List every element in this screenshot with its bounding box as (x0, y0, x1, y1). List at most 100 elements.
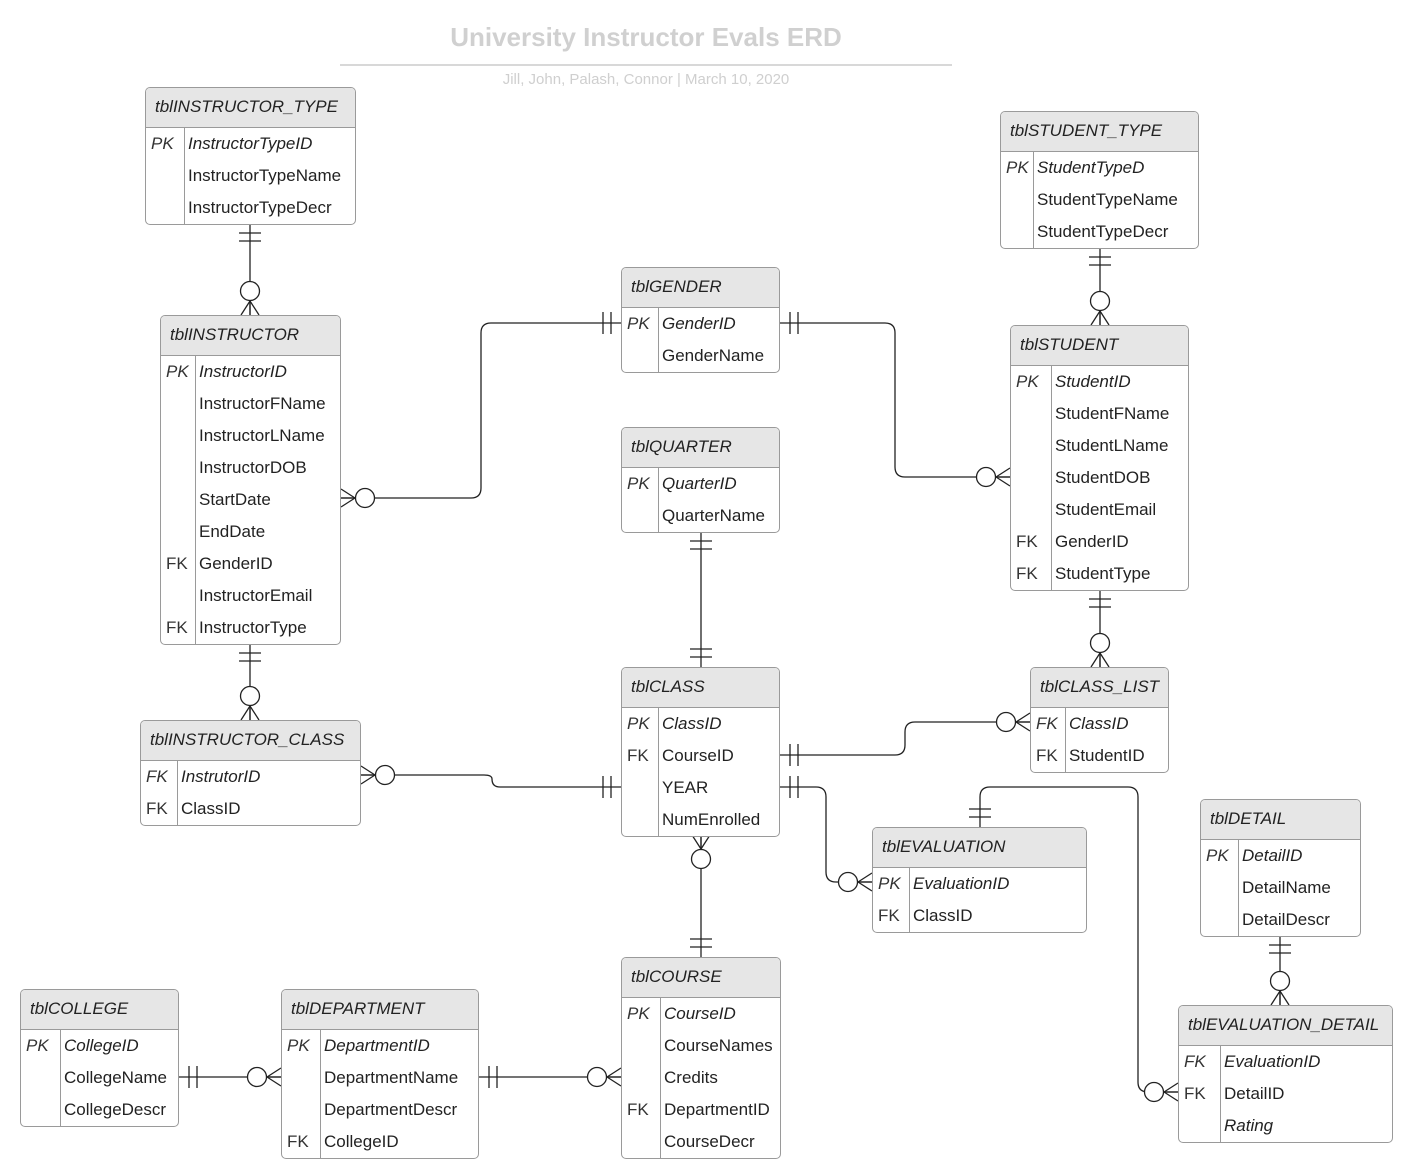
key-column-divider (21, 1030, 61, 1126)
zero-marker (354, 487, 376, 509)
key-label: PK (1016, 372, 1039, 391)
field-name: CourseNames (664, 1036, 773, 1055)
key-label: FK (627, 746, 649, 765)
field-name: CollegeID (324, 1132, 399, 1151)
field-name: EndDate (199, 522, 266, 541)
relationship-line (361, 774, 621, 788)
entity-name: tblCOLLEGE (21, 990, 178, 1030)
title-divider (340, 64, 952, 66)
key-label: PK (166, 362, 189, 381)
field-row: InstructorLName (161, 420, 340, 452)
entity-name: tblGENDER (622, 268, 779, 308)
field-name: QuarterID (662, 474, 737, 493)
key-column-divider (622, 998, 661, 1158)
crows-foot-marker (1279, 990, 1290, 1006)
key-label: PK (878, 874, 901, 893)
field-row: StudentLName (1011, 430, 1188, 462)
field-row: PK GenderID (622, 308, 779, 340)
field-row: StudentEmail (1011, 494, 1188, 526)
key-label: PK (627, 714, 650, 733)
crows-foot-marker (700, 834, 711, 850)
entity-gender[interactable]: tblGENDER PK GenderID GenderName (621, 267, 780, 373)
field-name: StudentID (1069, 746, 1145, 765)
crows-foot-marker (360, 765, 376, 776)
key-label: FK (1016, 532, 1038, 551)
key-column-divider (1011, 366, 1052, 590)
key-column-divider (1201, 840, 1239, 936)
crows-foot-marker (995, 467, 1011, 478)
zero-marker (239, 280, 261, 302)
crows-foot-marker (266, 1067, 282, 1078)
field-name: YEAR (662, 778, 709, 797)
key-label: PK (627, 314, 650, 333)
zero-marker (374, 764, 396, 786)
field-name: Credits (664, 1068, 718, 1087)
field-row: DetailDescr (1201, 904, 1360, 936)
field-row: StudentFName (1011, 398, 1188, 430)
key-label: FK (878, 906, 900, 925)
field-row: CollegeName (21, 1062, 178, 1094)
crows-foot-marker (1163, 1082, 1179, 1093)
crows-foot-marker (240, 705, 251, 721)
zero-marker (837, 871, 859, 893)
field-name: QuarterName (662, 506, 765, 525)
field-name: GenderID (662, 314, 736, 333)
entity-name: tblDETAIL (1201, 800, 1360, 840)
field-row: GenderName (622, 340, 779, 372)
field-name: CollegeDescr (64, 1100, 167, 1119)
key-label: PK (1006, 158, 1029, 177)
zero-marker (246, 1066, 268, 1088)
entity-name: tblQUARTER (622, 428, 779, 468)
key-label: PK (26, 1036, 49, 1055)
key-column-divider (1179, 1046, 1221, 1142)
field-row: CollegeDescr (21, 1094, 178, 1126)
field-name: InstructorDOB (199, 458, 307, 477)
entity-quarter[interactable]: tblQUARTER PK QuarterID QuarterName (621, 427, 780, 533)
crows-foot-marker (1099, 310, 1110, 326)
field-row: StudentDOB (1011, 462, 1188, 494)
crows-foot-marker (360, 774, 376, 785)
relationship-line (780, 721, 1030, 756)
field-row: DepartmentDescr (282, 1094, 478, 1126)
field-name: StudentDOB (1055, 468, 1151, 487)
key-column-divider (141, 761, 178, 825)
crows-foot-marker (1090, 310, 1101, 326)
key-label: PK (627, 474, 650, 493)
zero-marker (1143, 1081, 1165, 1103)
field-name: StudentID (1055, 372, 1131, 391)
entity-name: tblCLASS_LIST (1031, 668, 1168, 708)
field-row: PK StudentID (1011, 366, 1188, 398)
relationship-line (780, 322, 1010, 478)
field-row: DepartmentName (282, 1062, 478, 1094)
crows-foot-marker (857, 881, 873, 892)
zero-marker (239, 685, 261, 707)
crows-foot-marker (1270, 990, 1281, 1006)
field-name: DepartmentDescr (324, 1100, 458, 1119)
